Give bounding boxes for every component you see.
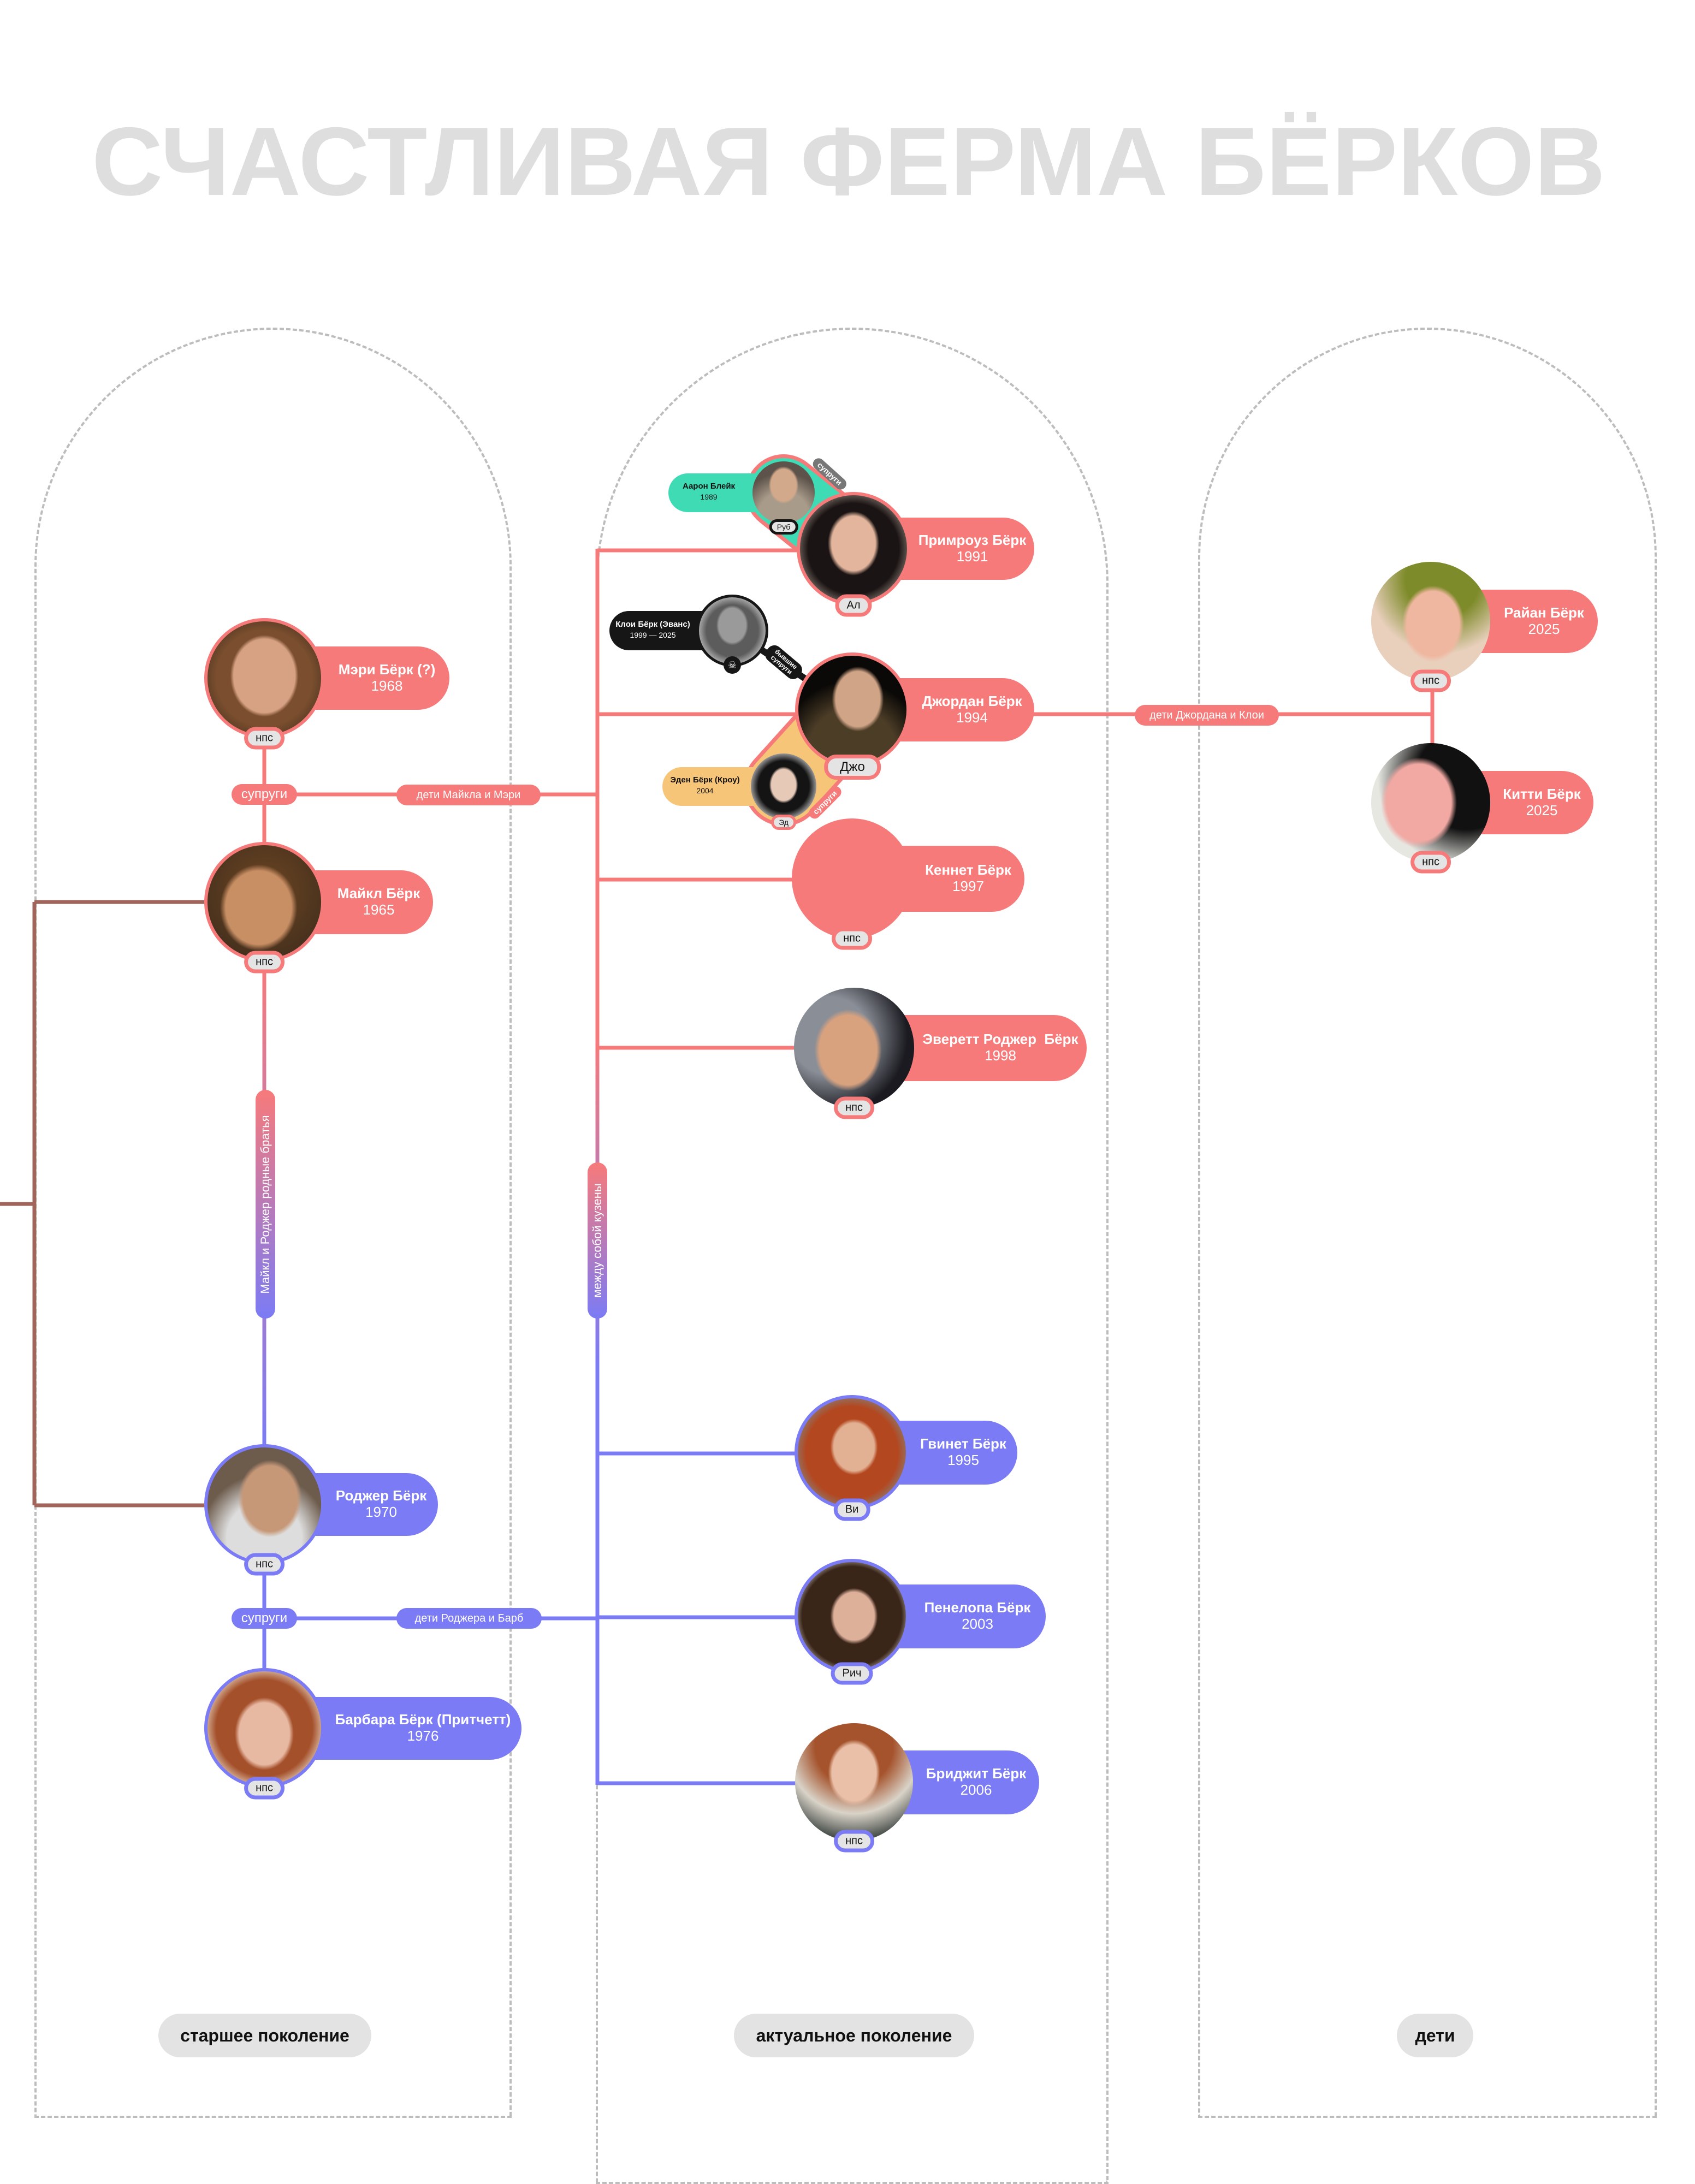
avatar-photo xyxy=(1371,743,1490,862)
person-name: Эден Бёрк (Кроу) xyxy=(670,775,740,785)
avatar-photo xyxy=(794,988,914,1108)
person-name: Бриджит Бёрк xyxy=(926,1765,1027,1782)
person-year: 1970 xyxy=(365,1504,397,1520)
nickname-badge: нпс xyxy=(834,1830,874,1853)
avatar-photo xyxy=(795,1723,913,1841)
nickname-badge: нпс xyxy=(1410,669,1451,692)
brothers-label: Майкл и Роджер родные братья xyxy=(256,1090,275,1319)
nickname-badge: нпс xyxy=(244,951,285,974)
avatar-photo xyxy=(1371,562,1490,681)
avatar-photo xyxy=(204,842,324,962)
person-year: 2004 xyxy=(696,786,714,796)
person-year: 2003 xyxy=(962,1616,993,1632)
person-name: Китти Бёрк xyxy=(1503,786,1581,803)
person-name: Барбара Бёрк (Притчетт) xyxy=(335,1711,511,1728)
person-name: Примроуз Бёрк xyxy=(918,532,1027,549)
avatar-photo xyxy=(797,492,910,606)
person-name: Пенелопа Бёрк xyxy=(924,1599,1031,1616)
avatar-photo xyxy=(795,1559,909,1673)
person-name: Райан Бёрк xyxy=(1504,604,1584,621)
brothers-bracket-line xyxy=(0,900,208,1508)
person-name: Кеннет Бёрк xyxy=(925,862,1011,879)
person-year: 1968 xyxy=(371,678,403,694)
avatar-photo xyxy=(795,652,910,767)
nickname-badge: нпс xyxy=(244,1777,285,1800)
nickname-badge: нпс xyxy=(1410,851,1451,874)
roger-barbara-children-label: дети Роджера и Барб xyxy=(396,1608,542,1629)
person-year: 2006 xyxy=(960,1782,992,1798)
avatar-photo xyxy=(204,1668,324,1788)
nickname-badge: нпс xyxy=(832,927,872,950)
person-name: Майкл Бёрк xyxy=(337,885,420,902)
cousins-label: между собой кузены xyxy=(588,1162,607,1319)
person-year: 1965 xyxy=(363,901,395,918)
title-text: СЧАСТЛИВАЯ ФЕРМА БЁРКОВ xyxy=(92,107,1605,216)
person-name: Аарон Блейк xyxy=(682,482,736,491)
avatar-photo xyxy=(795,1395,909,1510)
avatar-photo xyxy=(204,618,324,738)
nickname-badge: нпс xyxy=(244,727,285,750)
person-name: Клои Бёрк (Эванс) xyxy=(615,620,690,630)
nickname-badge: Руб xyxy=(769,519,798,535)
avatar-photo xyxy=(204,1444,324,1564)
person-name: Роджер Бёрк xyxy=(335,1487,427,1504)
person-year: 1989 xyxy=(700,492,718,502)
column-children xyxy=(1198,328,1657,2118)
person-year: 2025 xyxy=(1528,621,1560,637)
roger-barbara-spouses-label: супруги xyxy=(232,1608,297,1629)
jordan-chloe-children-label: дети Джордана и Клои xyxy=(1135,705,1279,726)
person-name: Гвинет Бёрк xyxy=(920,1435,1006,1452)
column-label-children: дети xyxy=(1397,2014,1473,2057)
michael-mary-children-label: дети Майкла и Мэри xyxy=(396,785,541,805)
nickname-badge: Ви xyxy=(833,1498,870,1521)
person-year: 1976 xyxy=(407,1728,439,1744)
column-label-older: старшее поколение xyxy=(158,2014,371,2057)
nickname-badge: нпс xyxy=(244,1553,285,1576)
michael-mary-spouses-label: супруги xyxy=(232,784,297,805)
person-years: 1999 — 2025 xyxy=(630,631,676,640)
avatar-placeholder xyxy=(792,818,912,939)
person-year: 1998 xyxy=(985,1047,1016,1064)
person-year: 1995 xyxy=(947,1452,979,1468)
nickname-badge: Джо xyxy=(824,755,881,780)
nickname-badge: Рич xyxy=(831,1662,873,1685)
person-name: Эверетт Роджер Бёрк xyxy=(922,1031,1078,1048)
nickname-badge: Ал xyxy=(835,594,872,617)
person-name: Мэри Бёрк (?) xyxy=(338,661,436,678)
skull-icon: ☠ xyxy=(724,656,741,674)
nickname-badge: Эд xyxy=(771,815,796,830)
person-year: 2025 xyxy=(1526,802,1558,818)
column-label-current: актуальное поколение xyxy=(734,2014,974,2057)
page-title: СЧАСТЛИВАЯ ФЕРМА БЁРКОВ xyxy=(92,107,1605,216)
person-name: Джордан Бёрк xyxy=(922,693,1022,710)
nickname-badge: нпс xyxy=(834,1096,874,1119)
person-year: 1994 xyxy=(956,709,988,726)
person-year: 1997 xyxy=(952,878,984,894)
person-year: 1991 xyxy=(956,548,988,565)
